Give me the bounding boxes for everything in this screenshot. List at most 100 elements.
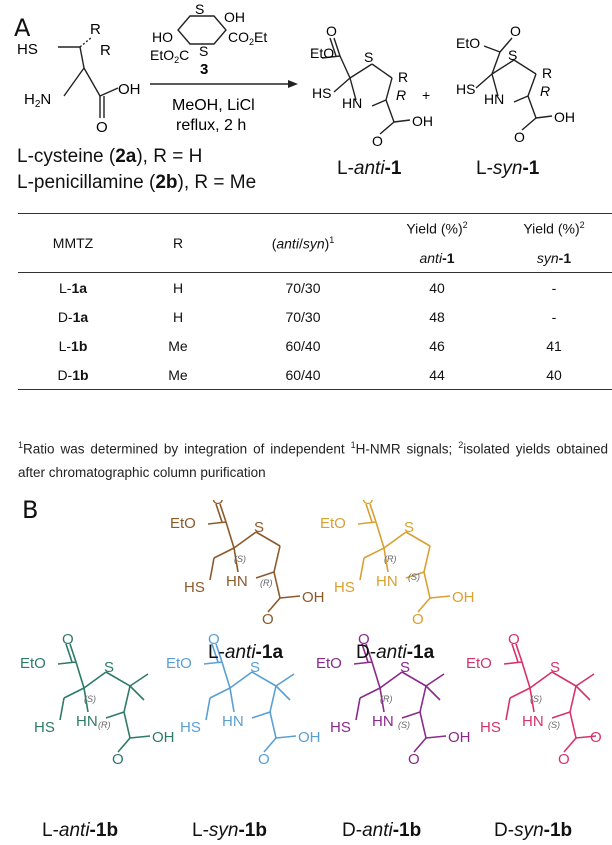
svg-text:EtO: EtO <box>20 655 46 672</box>
svg-text:S: S <box>254 519 264 536</box>
svg-text:(S): (S) <box>234 554 246 564</box>
penicillamine-caption: L-penicillamine (2b), R = Me <box>17 172 257 193</box>
cys-h2n: H2N <box>24 91 51 110</box>
reagent-s-bottom: S <box>199 43 208 59</box>
svg-text:O: O <box>62 631 74 648</box>
table-row: L-1a H 70/30 40 - <box>18 273 612 303</box>
svg-text:HS: HS <box>334 579 355 596</box>
svg-text:S: S <box>550 659 560 676</box>
svg-text:HS: HS <box>34 719 55 736</box>
cys-hs: HS <box>17 41 38 58</box>
svg-text:OH: OH <box>452 589 475 606</box>
syn-r1: R <box>542 65 552 81</box>
svg-text:(R): (R) <box>98 720 111 730</box>
svg-text:S: S <box>104 659 114 676</box>
mol-d-syn-1b: EtO O S HS HN O O (S) (S) <box>466 631 602 768</box>
svg-text:S: S <box>250 659 260 676</box>
header-yield-anti: Yield (%)2 <box>378 213 496 243</box>
svg-text:O: O <box>558 751 570 768</box>
svg-text:HN: HN <box>376 573 398 590</box>
svg-text:OH: OH <box>298 729 321 746</box>
syn-hn: HN <box>484 91 504 107</box>
syn-s: S <box>508 47 517 63</box>
svg-text:HS: HS <box>184 579 205 596</box>
table-row: L-1b Me 60/40 46 41 <box>18 331 612 360</box>
svg-text:S: S <box>404 519 414 536</box>
anti-o2: O <box>372 133 383 149</box>
svg-text:O: O <box>412 611 424 628</box>
svg-text:(R): (R) <box>380 694 393 704</box>
panel-b-label: B <box>22 496 39 524</box>
svg-text:HS: HS <box>330 719 351 736</box>
reagent-co2et: CO2Et <box>228 29 267 47</box>
caption-d-anti-1a: D-anti-1a <box>356 642 435 663</box>
svg-text:EtO: EtO <box>166 655 192 672</box>
cys-r2: R <box>100 42 111 59</box>
caption-l-syn-1b: L-syn-1b <box>192 820 267 841</box>
anti-r1: R <box>398 69 408 85</box>
cell-syn: - <box>551 279 557 296</box>
svg-text:EtO: EtO <box>466 655 492 672</box>
cell-mmtz: D-1a <box>57 308 89 325</box>
reagent-s-top: S <box>195 1 204 17</box>
svg-text:HS: HS <box>180 719 201 736</box>
reagent-eto2c: EtO2C <box>150 47 189 65</box>
table-row: D-1a H 70/30 48 - <box>18 302 612 331</box>
svg-text:HS: HS <box>480 719 501 736</box>
stereoisomer-structures: EtO O S HS HN OH O (S) (R) EtO O S HS HN… <box>20 500 602 768</box>
header-mmtz: MMTZ <box>18 213 128 273</box>
svg-text:O: O <box>258 751 270 768</box>
header-anti-sub: anti-1 <box>378 243 496 273</box>
svg-text:(S): (S) <box>548 720 560 730</box>
cell-anti: 44 <box>378 360 496 390</box>
cell-syn: 40 <box>496 360 612 390</box>
cysteine-caption: L-cysteine (2a), R = H <box>17 146 203 167</box>
table-footnote: 1Ratio was determined by integration of … <box>18 440 608 480</box>
plus-sign: + <box>422 87 430 103</box>
cys-oh: OH <box>118 81 141 98</box>
syn-oh: OH <box>554 109 575 125</box>
cell-mmtz: L-1b <box>58 337 88 354</box>
cell-anti: 48 <box>429 308 445 325</box>
product-anti-caption: L-anti-1 <box>337 158 402 179</box>
cell-ratio: 60/40 <box>285 337 321 354</box>
syn-o: O <box>510 23 521 39</box>
svg-text:EtO: EtO <box>316 655 342 672</box>
reaction-arrowhead <box>288 80 298 88</box>
svg-text:O: O <box>362 500 374 508</box>
cell-r: Me <box>128 360 228 390</box>
cell-mmtz: D-1b <box>18 360 128 390</box>
product-syn-structure <box>475 37 553 131</box>
svg-text:O: O <box>212 500 224 508</box>
syn-eto: EtO <box>456 35 480 51</box>
svg-text:OH: OH <box>302 589 325 606</box>
anti-hn: HN <box>342 95 362 111</box>
svg-text:OH: OH <box>152 729 175 746</box>
cysteine-structure <box>58 36 119 118</box>
caption-d-syn-1b: D-syn-1b <box>494 820 573 841</box>
reagent-number: 3 <box>200 61 208 78</box>
svg-text:HN: HN <box>372 713 394 730</box>
header-yield-syn: Yield (%)2 <box>496 213 612 243</box>
cell-ratio: 70/30 <box>285 308 321 325</box>
cys-r1: R <box>90 21 101 38</box>
reagent-ho: HO <box>152 29 173 45</box>
svg-text:EtO: EtO <box>320 515 346 532</box>
table-row: D-1b Me 60/40 44 40 <box>18 360 612 390</box>
syn-hs: HS <box>456 81 475 97</box>
anti-hs: HS <box>312 85 331 101</box>
caption-d-anti-1b: D-anti-1b <box>342 820 422 841</box>
syn-o2: O <box>514 129 525 145</box>
svg-text:(R): (R) <box>384 554 397 564</box>
svg-text:(S): (S) <box>530 694 542 704</box>
svg-text:(S): (S) <box>84 694 96 704</box>
syn-r2: R <box>540 83 550 99</box>
mol-l-anti-1b: EtO O S HS HN OH O (S) (R) <box>20 631 175 768</box>
product-anti-structure <box>321 37 411 135</box>
cell-ratio: 60/40 <box>228 360 378 390</box>
cell-ratio: 70/30 <box>285 279 321 296</box>
svg-text:O: O <box>358 631 370 648</box>
reaction-scheme: HS R R H2N OH O S S OH CO2Et HO EtO2C 3 … <box>17 1 575 149</box>
svg-text:S: S <box>400 659 410 676</box>
svg-text:O: O <box>590 729 602 746</box>
